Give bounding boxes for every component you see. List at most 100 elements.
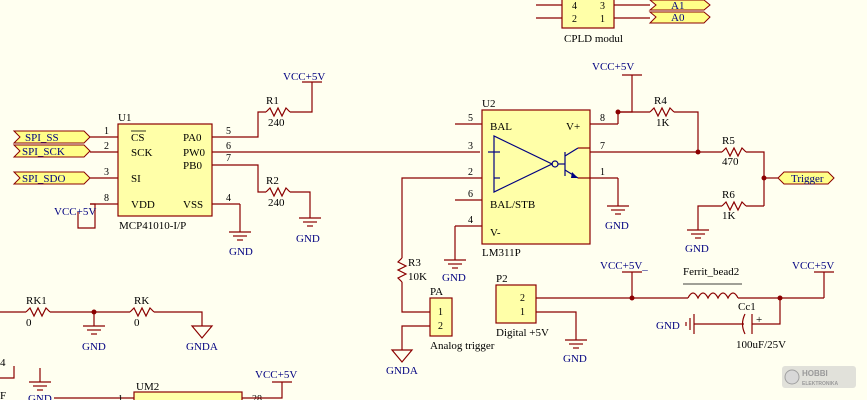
u2-pin2-num: 2 [468,167,473,178]
u2-pin7-num: 7 [600,141,605,152]
vcc5-out-label: VCC+5V [792,260,834,272]
u1-pin8-num: 8 [104,193,109,204]
trigger-port: Trigger [761,171,835,185]
p2-connector: P2 2 1 Digital +5V GND [495,273,688,365]
spi-sck-port [12,144,91,158]
rk-gnd-label: GND [82,341,106,353]
rk1-ref: RK1 [26,295,47,307]
a0-port-label: A0 [671,12,685,24]
u1-pin7-num: 7 [226,153,231,164]
pa-ref: PA [430,286,443,298]
r5-value: 470 [722,156,739,168]
u1-pin-pa0: PA0 [183,132,202,144]
spi-sck-label: SPI_SCK [22,146,65,158]
spi-sdo-label: SPI_SDO [22,173,65,185]
u1-pin-vdd: VDD [131,199,155,211]
a1-port-label: A1 [671,0,684,12]
r4-value: 1K [656,117,670,129]
u1-vdd-supply: VCC+5V [54,203,96,229]
pa-pin1: 1 [438,307,443,318]
r6-value: 1K [722,210,736,222]
cpld-pin-1: 1 [600,14,605,25]
r5-ref: R5 [722,135,735,147]
r6-resistor: R6 1K GND [685,189,764,255]
a0-port [648,11,711,24]
spi-ports: SPI_SS SPI_SCK SPI_SDO [12,130,91,185]
u1-pin3-num: 3 [104,167,109,178]
um2-ref: UM2 [136,381,159,393]
u1-pin-cs: CS [131,132,144,144]
u2-vplus-supply: VCC+5V R4 1K [592,61,701,155]
cpld-label: CPLD modul [564,33,623,45]
um2-pin1: 1 [118,394,123,400]
a1-port [648,0,711,11]
r5-resistor: R5 470 [700,135,765,206]
r1-ref: R1 [266,95,279,107]
u2-pin-vplus: V+ [566,121,580,133]
p2-ref: P2 [496,273,508,285]
u1-mcp41010: U1 MCP41010-I/P 1 2 3 8 CS SCK SI VDD 5 … [90,112,480,232]
r6-ref: R6 [722,189,735,201]
cpld-module: 4 3 2 1 CPLD modul A1 A0 [536,0,711,45]
r1-value: 240 [268,117,285,129]
cc1-ref: Cc1 [738,301,756,313]
logo-line2: ELEKTRONIKA [802,381,839,387]
p2-gnd-label: GND [563,353,587,365]
u2-pin1-ground: GND [605,178,629,232]
u1-vss-ground: GND [229,204,253,258]
spi-ss-label: SPI_SS [25,132,59,144]
r2-resistor: R2 240 GND [252,164,321,245]
r2-gnd-label: GND [296,233,320,245]
u2-pin1-gnd-label: GND [605,220,629,232]
spi-ss-port [12,130,91,144]
p2-pin2: 2 [520,293,525,304]
r1-vcc-label: VCC+5V [283,71,325,83]
spi-sdo-port [12,171,91,185]
rk-ref: RK [134,295,149,307]
ferrite-ref: Ferrit_bead2 [683,266,739,278]
r2-value: 240 [268,197,285,209]
u2-part: LM311P [482,247,521,259]
pa-label: Analog trigger [430,340,495,352]
partial-text-4: 4 [0,357,6,369]
u2-pin3-num: 3 [468,141,473,152]
rk-gnda-label: GNDA [186,341,218,353]
u1-pin2-num: 2 [104,141,109,152]
r3-value: 10K [408,271,427,283]
rk1-value: 0 [26,317,32,329]
cpld-pin-3: 3 [600,1,605,12]
u1-ref: U1 [118,112,131,124]
u2-gnd-label: GND [442,272,466,284]
r3-resistor: R3 10K [396,177,455,313]
r4-ref: R4 [654,95,667,107]
r3-ref: R3 [408,257,421,269]
u1-pin4-num: 4 [226,193,231,204]
u1-pin-si: SI [131,173,141,185]
um2-pin28: 28 [252,394,262,400]
rk-resistors: GND RK1 0 GNDA RK 0 [0,295,218,353]
cpld-pin-4: 4 [572,1,577,12]
trigger-label: Trigger [791,173,824,185]
u1-vcc-label: VCC+5V [54,206,96,218]
p2-pin1: 1 [520,307,525,318]
u1-pin-pw0: PW0 [183,147,206,159]
rk-value: 0 [134,317,140,329]
cc1-value: 100uF/25V [736,339,786,351]
partial-text-f: F [0,390,6,400]
um2-partial: 4 F GND UM2 1 28 VCC+5V [0,357,297,400]
u2-pin5-num: 5 [468,113,473,124]
u2-pin1-num: 1 [600,167,605,178]
u1-gnd-label: GND [229,246,253,258]
vcc5-alt-label: VCC+5V_ [600,260,648,272]
u1-pin-vss: VSS [183,199,203,211]
pa-gnda-label: GNDA [386,365,418,377]
u1-pin5-num: 5 [226,126,231,137]
cpld-pin-2: 2 [572,14,577,25]
u2-ref: U2 [482,98,495,110]
u2-vminus-ground: GND [442,226,466,284]
r1-resistor: R1 240 VCC+5V [252,71,325,138]
u2-pin6-num: 6 [468,189,473,200]
um2-gnd-label: GND [28,393,52,400]
u1-part: MCP41010-I/P [119,220,186,232]
